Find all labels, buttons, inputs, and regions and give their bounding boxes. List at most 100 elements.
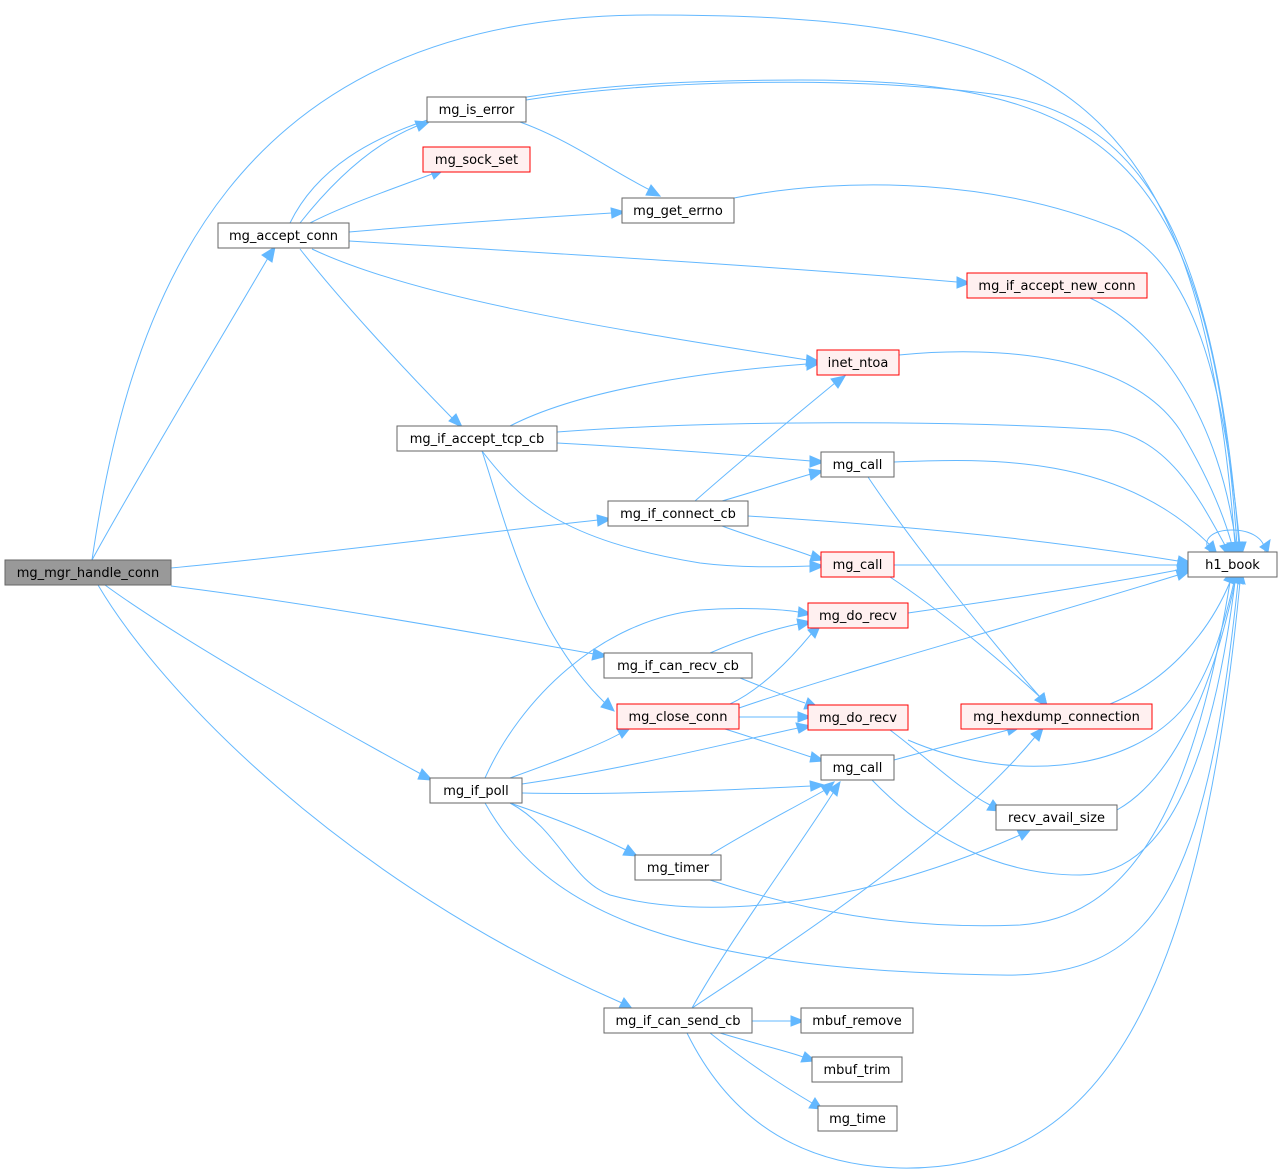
node-box[interactable] (396, 425, 558, 452)
node-inet-ntoa[interactable]: inet_ntoa (816, 349, 900, 376)
edge-line (1089, 297, 1237, 546)
arrowhead-icon (809, 455, 826, 468)
node-box[interactable] (807, 704, 909, 731)
edge-inet_ntoa-to-h1_book (898, 351, 1239, 559)
node-box[interactable] (4, 559, 172, 586)
node-if-poll[interactable]: mg_if_poll (429, 777, 523, 804)
edge-line (556, 422, 1227, 548)
edge-line (104, 584, 422, 775)
node-box[interactable] (426, 96, 527, 123)
node-box[interactable] (820, 754, 895, 781)
node-box[interactable] (1187, 551, 1278, 578)
edge-line (1116, 581, 1236, 811)
node-mbuf-trim[interactable]: mbuf_trim (811, 1056, 903, 1083)
node-box[interactable] (820, 551, 895, 578)
node-box[interactable] (422, 146, 531, 173)
edge-line (484, 581, 1239, 976)
node-box[interactable] (811, 1056, 903, 1083)
node-label: mg_sock_set (435, 153, 518, 168)
edge-if_poll-to-do_recv1 (484, 606, 813, 779)
edge-can_recv-to-do_recv1 (709, 618, 813, 654)
node-mbuf-remove[interactable]: mbuf_remove (800, 1007, 914, 1034)
arrowhead-icon (790, 1015, 806, 1027)
arrowhead-icon (809, 780, 826, 792)
node-mg-time[interactable]: mg_time (817, 1105, 898, 1132)
arrowhead-icon (808, 468, 825, 481)
node-sock-set[interactable]: mg_sock_set (422, 146, 531, 173)
node-label: h1_book (1205, 558, 1260, 573)
node-box[interactable] (217, 222, 350, 249)
edge-if_poll-to-call3 (521, 780, 826, 794)
node-label: mbuf_remove (812, 1014, 902, 1029)
node-accept-tcp[interactable]: mg_if_accept_tcp_cb (396, 425, 558, 452)
edge-accept_conn-to-is_error (299, 120, 431, 224)
node-box[interactable] (634, 854, 722, 881)
node-mgr[interactable]: mg_mgr_handle_conn (4, 559, 172, 586)
node-box[interactable] (995, 804, 1118, 831)
edge-line (484, 608, 799, 779)
node-can-recv[interactable]: mg_if_can_recv_cb (603, 652, 753, 679)
node-accept-conn[interactable]: mg_accept_conn (217, 222, 350, 249)
node-box[interactable] (603, 1007, 753, 1034)
node-recv-avail[interactable]: recv_avail_size (995, 804, 1118, 831)
arrowhead-icon (956, 276, 972, 289)
node-close-conn[interactable]: mg_close_conn (616, 703, 740, 730)
node-box[interactable] (607, 500, 749, 527)
node-box[interactable] (616, 703, 740, 730)
node-accept-new[interactable]: mg_if_accept_new_conn (966, 272, 1148, 299)
node-box[interactable] (820, 451, 895, 478)
edge-can_send-to-mg_time (709, 1032, 823, 1110)
node-do-recv1[interactable]: mg_do_recv (807, 602, 909, 629)
node-call2[interactable]: mg_call (820, 551, 895, 578)
edge-line (289, 79, 1238, 546)
node-label: mg_call (833, 761, 883, 776)
node-get-errno[interactable]: mg_get_errno (621, 197, 735, 224)
edge-can_send-to-call3 (691, 780, 841, 1009)
edge-mgr-to-can_send (97, 584, 635, 1011)
edge-accept_tcp-to-inet_ntoa (509, 358, 822, 427)
edge-line (97, 584, 623, 1004)
edge-line (509, 732, 622, 779)
arrowhead-icon (830, 375, 847, 389)
node-box[interactable] (621, 197, 735, 224)
node-box[interactable] (429, 777, 523, 804)
edge-mgr-to-if_poll (104, 584, 434, 781)
node-box[interactable] (816, 349, 900, 376)
node-h1-book[interactable]: h1_book (1187, 551, 1278, 578)
node-call1[interactable]: mg_call (820, 451, 895, 478)
edge-if_poll-to-timer (509, 802, 639, 857)
node-label: mg_get_errno (633, 204, 723, 219)
node-label: mg_close_conn (629, 710, 728, 725)
edge-connect_cb-to-inet_ntoa (694, 375, 847, 502)
node-box[interactable] (966, 272, 1148, 299)
edge-if_poll-to-close_conn (509, 727, 632, 779)
edge-line (299, 125, 418, 224)
edge-close_conn-to-h1_book (738, 569, 1193, 709)
node-can-send[interactable]: mg_if_can_send_cb (603, 1007, 753, 1034)
node-box[interactable] (817, 1105, 898, 1132)
node-box[interactable] (807, 602, 909, 629)
node-box[interactable] (800, 1007, 914, 1034)
node-box[interactable] (960, 703, 1153, 730)
node-is-error[interactable]: mg_is_error (426, 96, 527, 123)
edge-line (481, 450, 606, 704)
edge-line (509, 802, 1021, 908)
edge-line (898, 351, 1233, 546)
edge-line (871, 581, 1236, 876)
edge-accept_conn-to-accept_tcp (299, 248, 464, 429)
node-do-recv2[interactable]: mg_do_recv (807, 704, 909, 731)
edge-line (170, 585, 595, 655)
node-label: mg_call (833, 558, 883, 573)
edge-accept_conn-to-inet_ntoa (311, 248, 822, 367)
edge-line (521, 785, 812, 794)
node-connect-cb[interactable]: mg_if_connect_cb (607, 500, 749, 527)
node-hexdump[interactable]: mg_hexdump_connection (960, 703, 1153, 730)
arrowhead-icon (1034, 692, 1048, 707)
edge-line (170, 519, 599, 569)
node-box[interactable] (603, 652, 753, 679)
node-timer[interactable]: mg_timer (634, 854, 722, 881)
edge-line (91, 257, 269, 561)
node-call3[interactable]: mg_call (820, 754, 895, 781)
edge-do_recv2-to-h1_book (907, 567, 1240, 767)
edge-connect_cb-to-call1 (721, 468, 825, 502)
